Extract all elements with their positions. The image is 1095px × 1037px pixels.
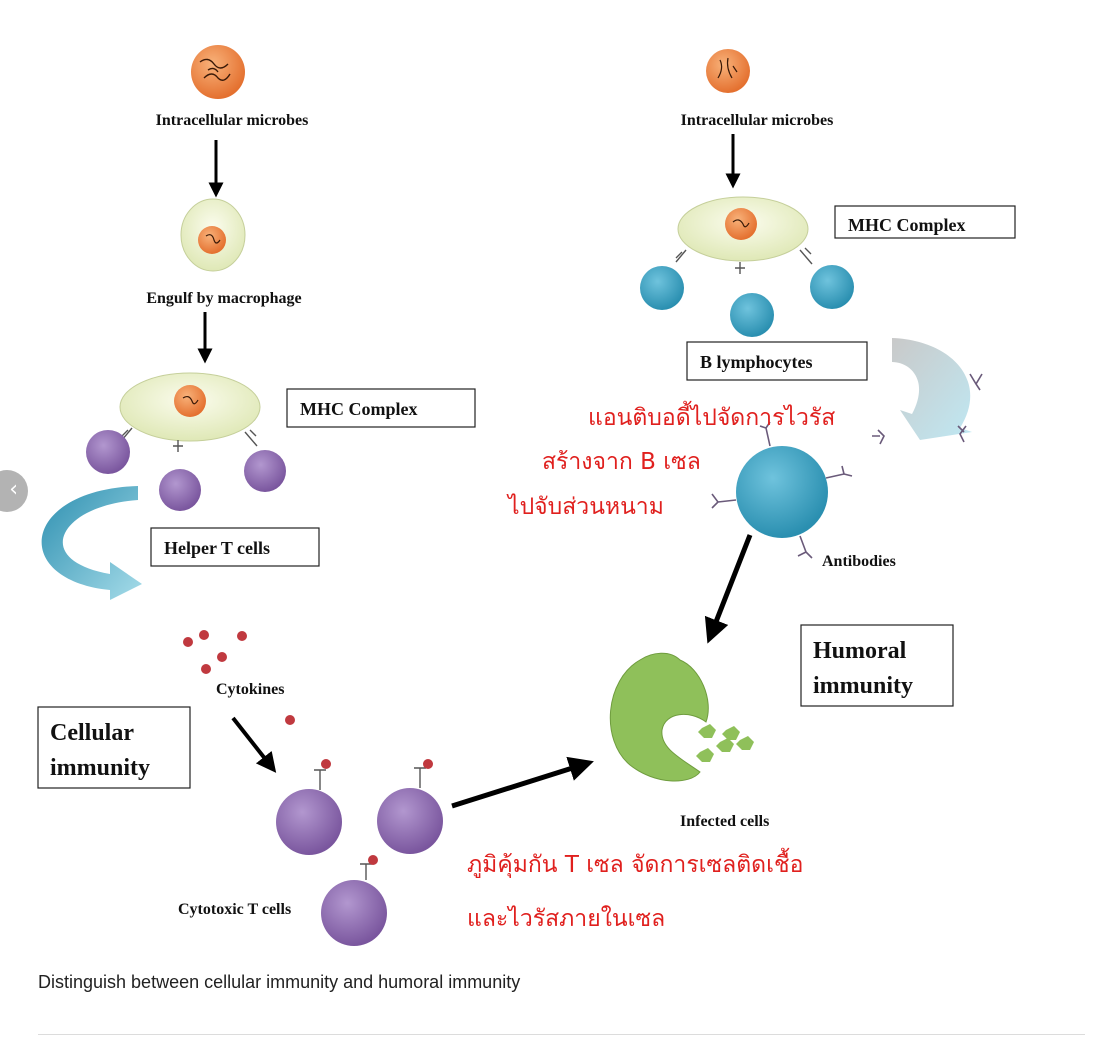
helper-t-cells (86, 430, 286, 511)
left-mhc-label: MHC Complex (300, 399, 417, 419)
arrow-to-cytotoxic (231, 716, 277, 773)
curved-arrow-right (892, 338, 972, 440)
helper-label: Helper T cells (164, 538, 270, 558)
arrow-to-infected-right (704, 534, 753, 644)
thai-tcell-line2: และไวรัสภายในเซล (467, 905, 665, 932)
immunity-diagram: Intracellular microbes Engulf by macroph… (37, 45, 1016, 946)
thai-antibody-line2: สร้างจาก B เซล (542, 449, 701, 475)
thai-antibody-line1: แอนติบอดี้ไปจัดการไวรัส (588, 401, 835, 431)
helper-box (150, 527, 320, 567)
figure-caption: Distinguish between cellular immunity an… (38, 972, 521, 992)
cytokines-label: Cytokines (216, 681, 284, 698)
cytokine-dots (183, 630, 295, 725)
engulf-label: Engulf by macrophage (146, 290, 301, 307)
b-lymphocytes-box (686, 341, 868, 381)
macrophage-engulf (180, 198, 246, 272)
humoral-line1: Humoral (813, 638, 907, 664)
right-mhc-macrophage (675, 196, 813, 274)
cytotoxic-label: Cytotoxic T cells (178, 901, 291, 918)
right-microbe-label: Intracellular microbes (681, 112, 834, 129)
b-cell-antibodies (711, 373, 983, 559)
curved-arrow-left (41, 486, 142, 600)
humoral-line2: immunity (813, 673, 913, 699)
humoral-box (800, 624, 954, 707)
infected-cell (609, 652, 754, 782)
arrow-to-infected (451, 756, 594, 809)
left-mhc-box (286, 388, 476, 428)
b-lymphocytes-label: B lymphocytes (700, 352, 813, 372)
left-mhc-macrophage (119, 372, 261, 452)
right-mhc-label: MHC Complex (848, 215, 965, 235)
cellular-line2: immunity (50, 755, 150, 781)
antibodies-label: Antibodies (822, 553, 896, 570)
left-microbe-label: Intracellular microbes (156, 112, 309, 129)
right-microbe (706, 49, 750, 93)
cellular-box (37, 706, 191, 789)
right-mhc-box (834, 205, 1016, 239)
left-microbe (191, 45, 245, 99)
b-cells-top (640, 265, 854, 337)
infected-label: Infected cells (680, 813, 769, 830)
thai-antibody-line3: ไปจับส่วนหนาม (506, 493, 664, 520)
cellular-line1: Cellular (50, 720, 134, 746)
thai-tcell-line1: ภูมิคุ้มกัน T เซล จัดการเซลติดเชื้อ (467, 848, 803, 878)
divider (38, 1034, 1085, 1035)
cytotoxic-t-cells (276, 759, 443, 946)
